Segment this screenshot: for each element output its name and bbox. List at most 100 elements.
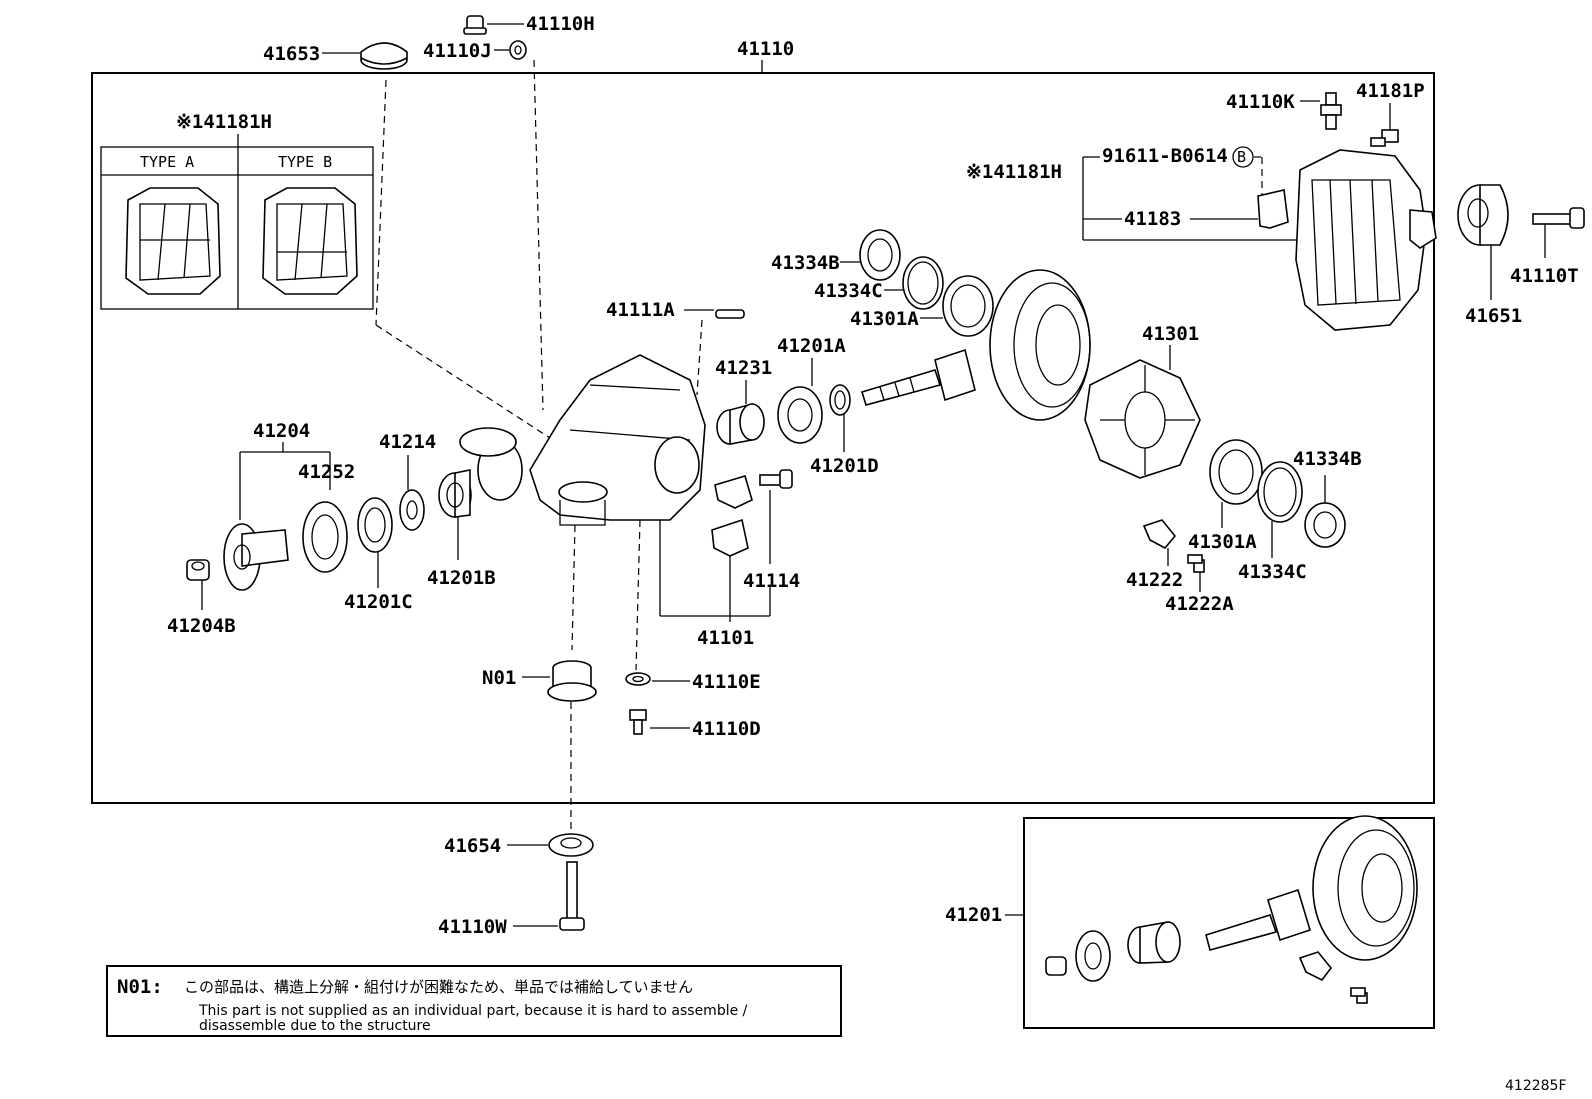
label-41181h-right: ※141181H: [966, 161, 1062, 183]
part-41110j: [509, 40, 527, 60]
label-41114: 41114: [743, 570, 800, 592]
label-41111a: 41111A: [606, 299, 675, 321]
part-41334c-bottom: [1257, 461, 1303, 523]
label-41651: 41651: [1465, 305, 1522, 327]
label-41201a: 41201A: [777, 335, 846, 357]
part-41101-cap-upper: [714, 475, 753, 509]
label-41110t: 41110T: [1510, 265, 1579, 287]
label-41110: 41110: [737, 38, 794, 60]
part-41653: [360, 42, 408, 70]
part-41110k: [1320, 92, 1342, 130]
label-41181h-left: ※141181H: [176, 111, 272, 133]
label-41334c-bottom: 41334C: [1238, 561, 1307, 583]
label-41204b: 41204B: [167, 615, 236, 637]
part-41201a: [777, 386, 823, 444]
kit-ring-gear: [1312, 815, 1418, 961]
part-drive-pinion: [860, 348, 976, 406]
label-41110k: 41110K: [1226, 91, 1295, 113]
part-41222: [1142, 519, 1177, 550]
label-41334b-top: 41334B: [771, 252, 840, 274]
part-differential-cover: [1295, 149, 1437, 331]
label-41201: 41201: [945, 904, 1002, 926]
part-41301: [1084, 359, 1201, 479]
kit-pinion: [1205, 888, 1311, 951]
part-41651: [1457, 184, 1509, 246]
part-41334b-top: [859, 229, 901, 281]
label-41110e: 41110E: [692, 671, 761, 693]
part-41201c: [357, 497, 393, 553]
part-41334c-top: [902, 256, 944, 310]
label-41201b: 41201B: [427, 567, 496, 589]
label-41653: 41653: [263, 43, 320, 65]
part-41114: [759, 469, 793, 489]
label-41110h: 41110H: [526, 13, 595, 35]
label-41214: 41214: [379, 431, 436, 453]
part-41110w: [559, 861, 585, 931]
part-41334b-bottom: [1304, 502, 1346, 548]
part-41181p: [1370, 129, 1399, 147]
part-41110h: [463, 15, 487, 35]
part-41654: [548, 833, 594, 857]
label-41301a-top: 41301A: [850, 308, 919, 330]
label-41204: 41204: [253, 420, 310, 442]
label-n01: N01: [482, 667, 516, 689]
note-english-line2: disassemble due to the structure: [199, 1018, 431, 1034]
part-41110e: [625, 672, 651, 686]
kit-lock-plate: [1298, 951, 1333, 982]
label-41181p: 41181P: [1356, 80, 1425, 102]
label-91611-b0614: 91611-B0614: [1102, 145, 1228, 167]
label-41301: 41301: [1142, 323, 1199, 345]
label-41654: 41654: [444, 835, 501, 857]
part-41204: [223, 523, 289, 591]
part-41111a: [715, 309, 745, 319]
kit-spacer: [1127, 921, 1181, 964]
label-41222a: 41222A: [1165, 593, 1234, 615]
label-41201d: 41201D: [810, 455, 879, 477]
part-41252: [302, 501, 348, 573]
label-type-b: TYPE B: [278, 153, 332, 171]
note-japanese: この部品は、構造上分解・組付けが困難なため、単品では補給していません: [184, 978, 693, 996]
part-carrier-housing: [459, 354, 706, 526]
part-41201d: [829, 384, 851, 416]
part-41214: [399, 489, 425, 531]
circled-b-mark: [1232, 146, 1254, 168]
part-n01: [547, 660, 597, 702]
kit-nut: [1045, 956, 1067, 976]
label-41334b-bottom: 41334B: [1293, 448, 1362, 470]
kit-seal: [1075, 930, 1111, 982]
part-41101-cap-lower: [711, 518, 749, 557]
part-41110d: [629, 709, 647, 735]
label-41222: 41222: [1126, 569, 1183, 591]
part-41204b: [186, 559, 210, 581]
label-41101: 41101: [697, 627, 754, 649]
part-41301a-top: [942, 275, 994, 337]
part-41231: [716, 402, 765, 445]
cover-type-a: [125, 187, 221, 295]
main-assembly-frame: [91, 72, 1435, 804]
note-code: N01:: [117, 976, 163, 998]
part-41183: [1257, 189, 1289, 229]
label-41110d: 41110D: [692, 718, 761, 740]
type-table: [100, 146, 374, 310]
note-english-line1: This part is not supplied as an individu…: [198, 1003, 748, 1019]
label-41252: 41252: [298, 461, 355, 483]
label-41183: 41183: [1124, 208, 1181, 230]
part-ring-gear: [989, 269, 1091, 421]
label-41201c: 41201C: [344, 591, 413, 613]
kit-bolt: [1350, 987, 1368, 1004]
figure-code: 412285F: [1505, 1078, 1567, 1094]
cover-type-b: [262, 187, 358, 295]
note-box: [106, 965, 842, 1037]
label-41110j: 41110J: [423, 40, 492, 62]
label-41110w: 41110W: [438, 916, 507, 938]
label-91611-mark: B: [1237, 148, 1246, 166]
part-41301a-bottom: [1209, 439, 1263, 505]
gear-kit-frame: [1023, 817, 1435, 1029]
part-41201b: [438, 469, 472, 518]
label-41334c-top: 41334C: [814, 280, 883, 302]
label-type-a: TYPE A: [140, 153, 194, 171]
part-41222a: [1187, 554, 1205, 573]
part-41110t: [1532, 207, 1585, 229]
label-41301a-bottom: 41301A: [1188, 531, 1257, 553]
